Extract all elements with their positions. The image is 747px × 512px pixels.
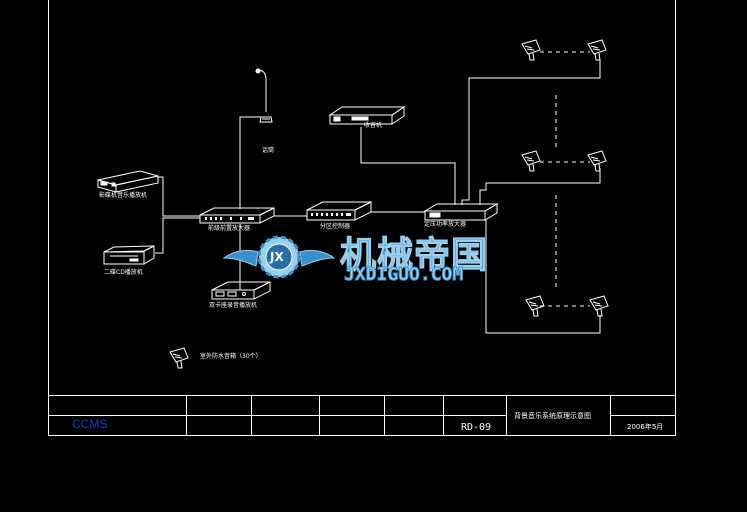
mixer-label: 分区控制器 bbox=[320, 223, 351, 230]
speaker-legend-icon bbox=[169, 347, 189, 369]
watermark-logo bbox=[222, 235, 336, 279]
speaker-icon bbox=[587, 39, 607, 61]
watermark-badge: JX bbox=[270, 250, 284, 264]
power-amp-label: 定压功率放大器 bbox=[424, 221, 467, 228]
speaker-icon bbox=[521, 39, 541, 61]
mixer-device bbox=[306, 201, 372, 221]
cd-player-label: 二碟CD播放机 bbox=[104, 269, 143, 276]
speaker-chain-dashes bbox=[540, 51, 590, 307]
watermark-brand-en: JXDIGUO.COM bbox=[343, 264, 464, 286]
speaker-icons bbox=[169, 39, 609, 369]
front-amp-label: 前级前置放大器 bbox=[208, 225, 251, 232]
front-amp-device bbox=[199, 207, 275, 224]
dvd-player-label: 影碟机音乐播放机 bbox=[99, 192, 148, 199]
speaker-icon bbox=[521, 150, 541, 172]
company-name: CCMS bbox=[72, 417, 108, 431]
watermark-brand-cn: 机械帝国 bbox=[339, 235, 489, 277]
drawing-number: RD-09 bbox=[461, 422, 492, 433]
drawing-title: 背景音乐系统原理示意图 bbox=[514, 412, 591, 420]
microphone-label: 话筒 bbox=[262, 147, 275, 154]
title-block-grid bbox=[48, 395, 676, 436]
speaker-legend-label: 室外防水音箱（30个） bbox=[200, 353, 262, 360]
dvd-player-device bbox=[97, 170, 159, 193]
speaker-icon bbox=[525, 295, 545, 317]
fm-player-device bbox=[211, 281, 271, 300]
tuner-label: 收音机 bbox=[364, 122, 383, 129]
tuner-device bbox=[328, 106, 406, 125]
speaker-icon bbox=[589, 295, 609, 317]
drawing-frame bbox=[48, 0, 676, 436]
drawing-date: 2006年5月 bbox=[627, 423, 664, 431]
fm-player-label: 双卡座录音播放机 bbox=[209, 302, 258, 309]
speaker-icon bbox=[587, 150, 607, 172]
power-amp-device bbox=[423, 203, 499, 221]
microphone-icon bbox=[255, 68, 273, 123]
cd-player-device bbox=[103, 245, 155, 265]
